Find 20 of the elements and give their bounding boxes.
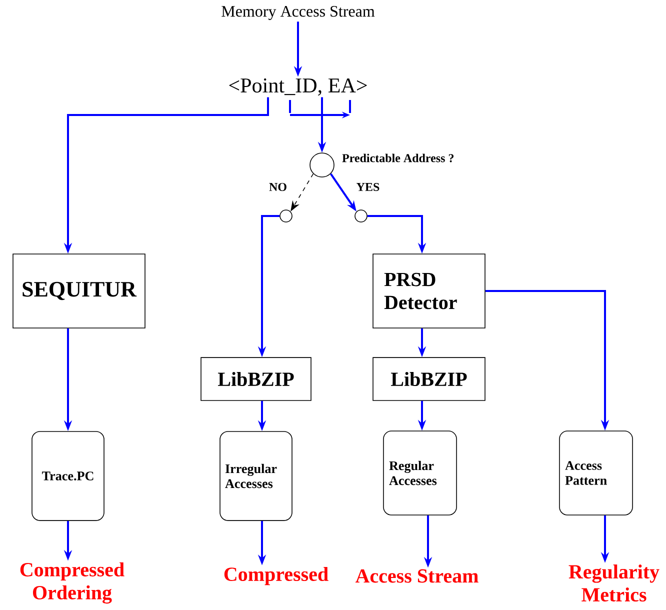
junction-circle (354, 210, 368, 222)
output-box: Regular Accesses (383, 430, 457, 516)
process-box: PRSD Detector (372, 254, 486, 328)
output-box: Irregular Accesses (220, 431, 292, 521)
output-box: Trace.PC (32, 431, 104, 521)
condition-label: Predictable Address ? (342, 154, 454, 162)
process-box: LibBZIP (200, 357, 312, 401)
output-box: Access Pattern (559, 430, 633, 516)
decision-circle (310, 152, 334, 178)
input-label: Memory Access Stream (222, 6, 375, 20)
tuple-label: <Point_ID, EA> (229, 78, 367, 96)
result-label: Regularity Metrics (568, 564, 660, 602)
edge-label: NO (268, 182, 288, 192)
result-label: Compressed (224, 566, 328, 586)
process-box: LibBZIP (372, 357, 486, 401)
junction-circle (280, 210, 292, 222)
result-label: Compressed Ordering (20, 562, 124, 604)
process-box: SEQUITUR (12, 254, 146, 328)
edge-label: YES (355, 182, 382, 192)
result-label: Access Stream (355, 569, 478, 583)
